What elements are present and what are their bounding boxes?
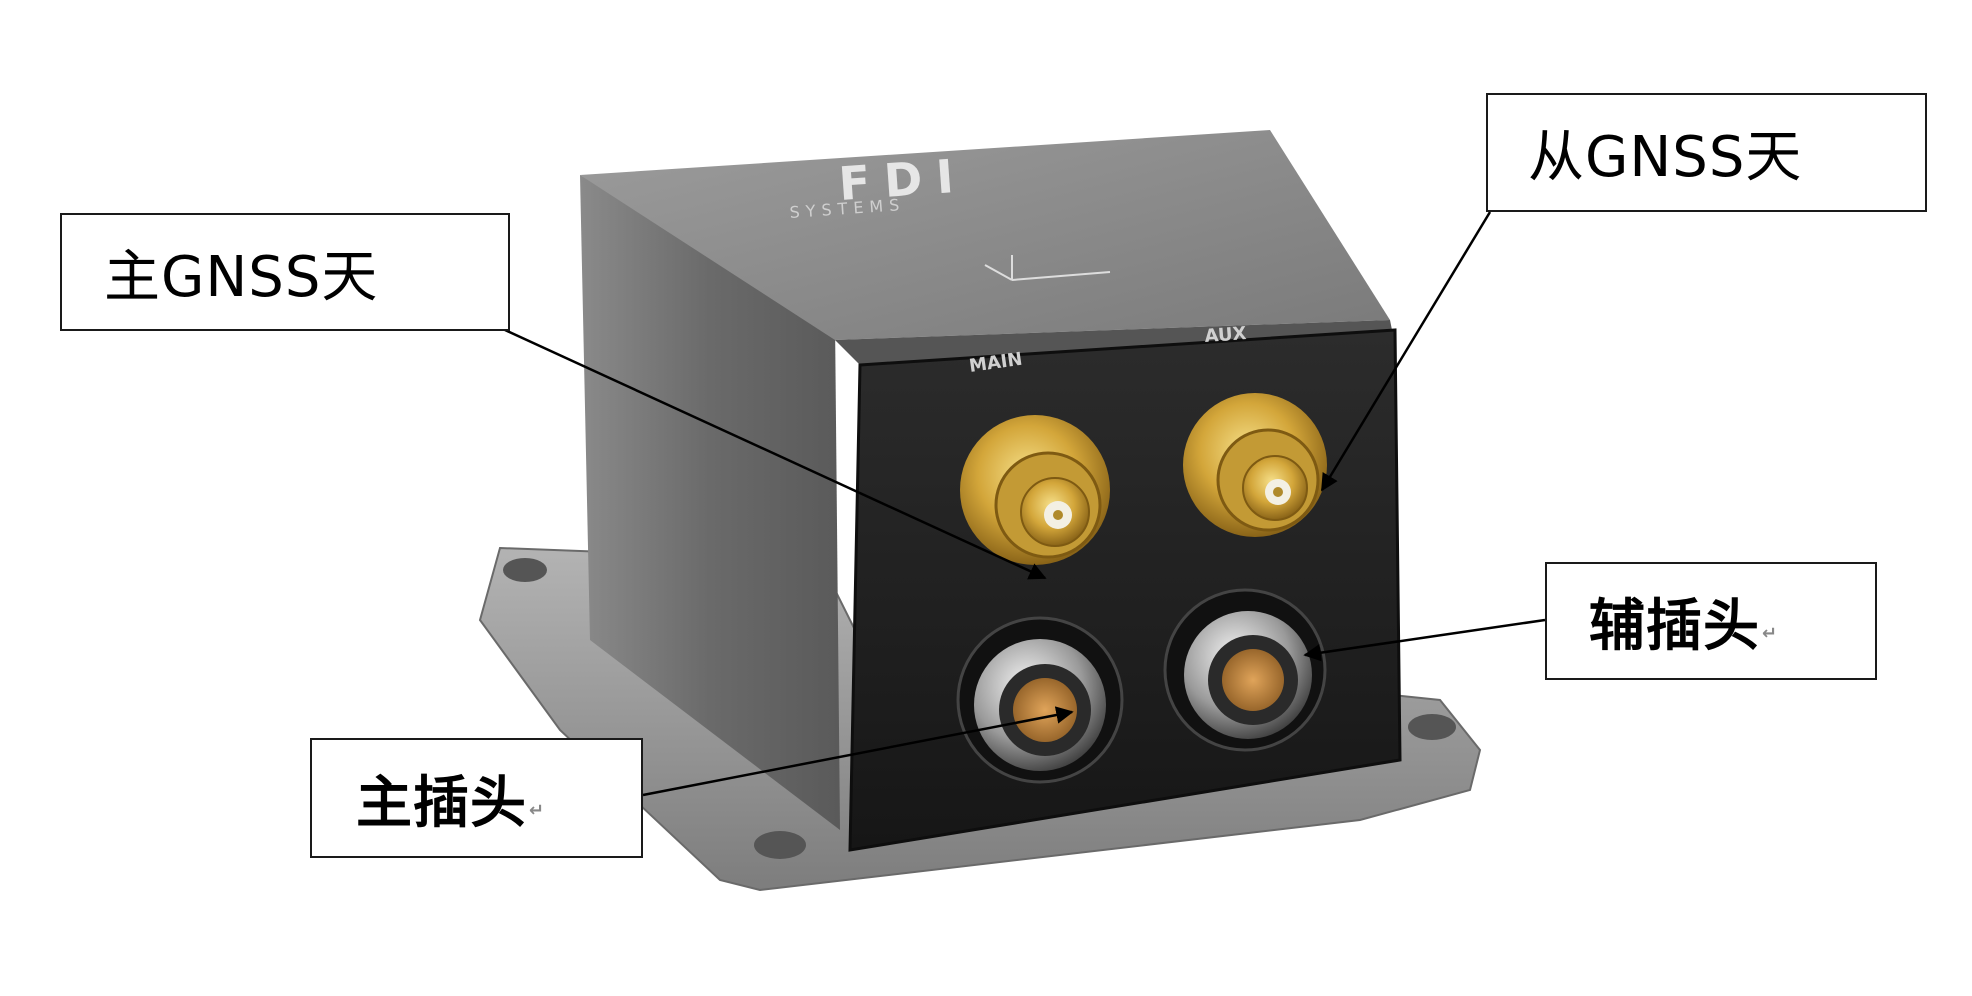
flange-hole-left-front — [754, 831, 806, 859]
housing-side — [580, 175, 840, 830]
leader-aux-plug — [1303, 618, 1546, 662]
brand-logo: FDI — [837, 148, 969, 211]
leader-lines — [504, 211, 1546, 797]
callout-aux-plug-text: 辅插头 — [1589, 593, 1760, 659]
port-label-aux: AUX — [1204, 323, 1247, 347]
callout-main-gnss-text: 主GNSS天 — [104, 244, 379, 310]
front-face — [848, 328, 1402, 852]
return-mark-icon: ↵ — [1762, 622, 1779, 644]
aux-gnss-connector — [1183, 393, 1327, 537]
callout-main-gnss-antenna: 主GNSS天 — [60, 213, 510, 331]
housing-top — [580, 130, 1390, 340]
return-mark-icon: ↵ — [529, 799, 546, 821]
leader-main-plug — [642, 706, 1074, 797]
main-plug-connector — [956, 616, 1124, 784]
housing-top-bevel — [835, 320, 1395, 365]
callout-aux-gnss-antenna: 从GNSS天 — [1486, 93, 1927, 212]
leader-main-gnss — [504, 328, 1047, 580]
flange-hole-right-front — [1408, 714, 1456, 740]
callout-main-plug: 主插头 ↵ — [310, 738, 643, 858]
aux-plug-connector — [1163, 588, 1327, 752]
callout-main-plug-text: 主插头 — [356, 770, 527, 836]
flange-hole-left-back — [503, 558, 547, 582]
leader-aux-gnss — [1320, 211, 1492, 492]
callout-aux-gnss-text: 从GNSS天 — [1528, 125, 1803, 190]
axis-symbol — [984, 255, 1111, 281]
callout-aux-plug: 辅插头 ↵ — [1545, 562, 1877, 680]
main-gnss-connector — [960, 415, 1110, 565]
